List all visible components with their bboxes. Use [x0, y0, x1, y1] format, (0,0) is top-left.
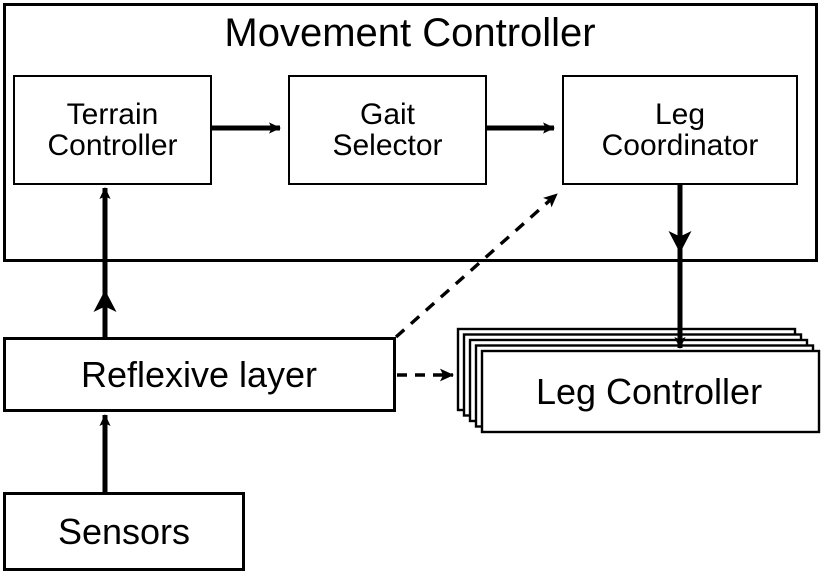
terrain-controller-box	[13, 75, 212, 185]
leg-controller-stack	[456, 327, 821, 434]
leg-controller-stack-layer-1	[480, 349, 821, 434]
sensors-box	[3, 492, 245, 571]
gait-selector-box	[288, 75, 487, 185]
edge-reflexive-to-legcoord-dashed	[394, 192, 559, 339]
reflexive-layer-box	[3, 337, 396, 412]
edge-reflexive-to-terrain-arrowhead-mid	[93, 290, 117, 312]
edge-legcoord-arrowhead-mid	[668, 231, 692, 253]
leg-coordinator-box	[562, 75, 798, 185]
